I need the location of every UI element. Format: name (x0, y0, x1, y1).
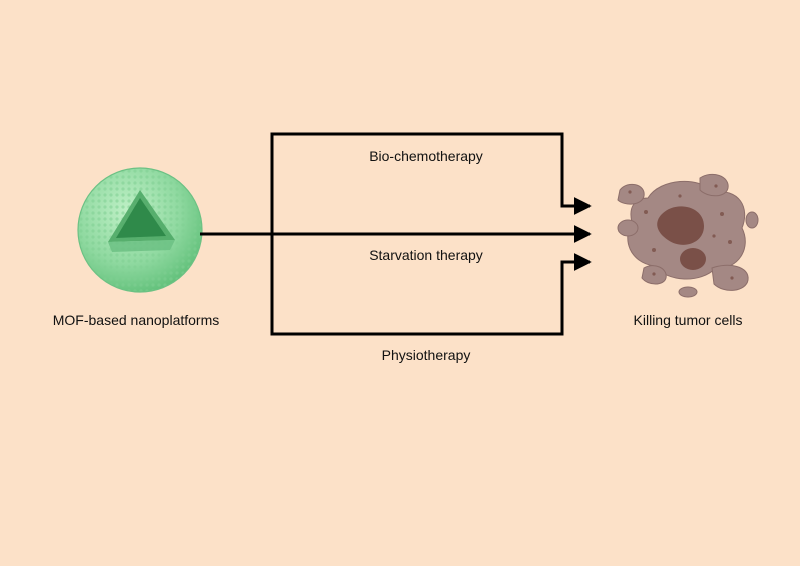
therapy-label-starvation-therapy: Starvation therapy (369, 247, 483, 263)
source-label: MOF-based nanoplatforms (53, 312, 220, 328)
therapy-label-bio-chemotherapy: Bio-chemotherapy (369, 148, 483, 164)
arrow-physiotherapy (270, 234, 592, 336)
therapy-label-physiotherapy: Physiotherapy (382, 347, 471, 363)
arrow-bio-chemotherapy (270, 132, 592, 234)
tumor-cell-icon (617, 173, 759, 298)
target-label: Killing tumor cells (634, 312, 743, 328)
mof-nanoparticle-icon (77, 167, 203, 293)
